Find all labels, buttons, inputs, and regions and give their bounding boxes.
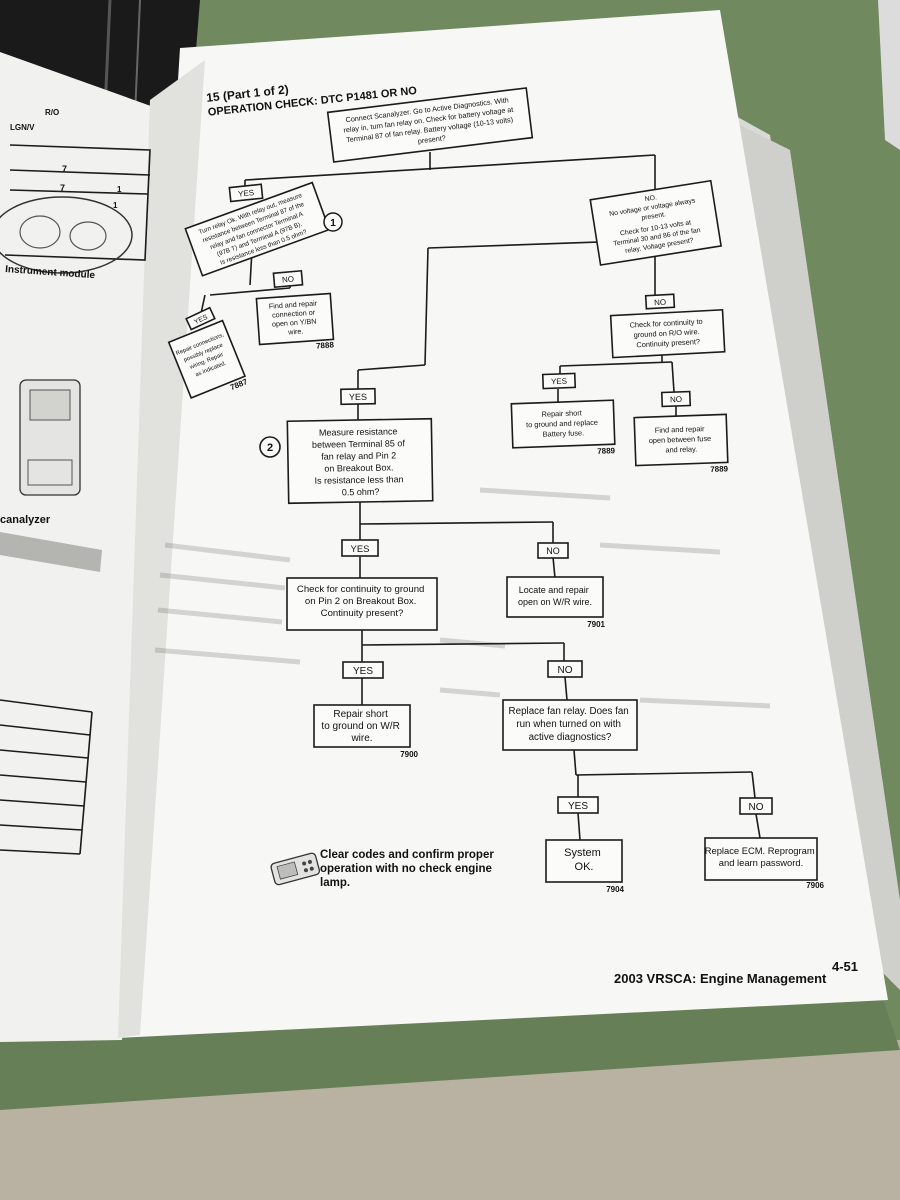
left-page: [0, 52, 190, 1042]
ref-7906: 7906: [806, 881, 824, 890]
footer: 2003 VRSCA: Engine Management 4-51: [614, 959, 858, 986]
replace-relay-box: [502, 699, 638, 751]
yes-label-7: [557, 796, 599, 814]
replace-ecm-text: Replace ECM. Reprogram and learn passwor…: [705, 845, 818, 868]
svg-text:2: 2: [267, 442, 273, 454]
ref-7889-b: 7889: [710, 464, 729, 474]
yes-label-4: [340, 387, 376, 406]
system-ok-text: System OK.: [564, 847, 604, 873]
left-num-c: 1: [117, 185, 122, 194]
marker-2: [259, 436, 281, 458]
find-repair-ybn-box: [255, 292, 335, 346]
marker-1: [323, 212, 343, 232]
continuity-ro-text: Check for continuity to ground on R/O wi…: [629, 317, 706, 350]
svg-text:YES: YES: [238, 188, 255, 199]
yes-label-5: [341, 539, 379, 557]
bleed-through: [154, 487, 771, 709]
yes-label-6: [342, 661, 384, 679]
left-num-a: 7: [62, 164, 67, 174]
relay-resistance-box: [184, 181, 331, 277]
replace-relay-text: Replace fan relay. Does fan run when tur…: [509, 706, 632, 743]
instrument-module-drawing: [0, 196, 133, 274]
left-num-d: 1: [113, 201, 118, 210]
find-repair-ybn-text: Find and repair connection or open on Y/…: [268, 298, 321, 337]
svg-text:YES: YES: [350, 544, 369, 555]
manual-title: 2003 VRSCA: Engine Management: [614, 971, 827, 986]
svg-text:NO: NO: [670, 395, 682, 404]
svg-text:NO: NO: [749, 802, 764, 813]
locate-wr-box: [506, 576, 604, 618]
ref-7901: 7901: [587, 620, 605, 629]
page-number: 4-51: [832, 959, 858, 974]
repair-short-wr-text: Repair short to ground on W/R wire.: [321, 709, 402, 744]
right-page: [118, 10, 888, 1038]
repair-short-wr-box: [313, 704, 411, 748]
system-ok-box: [545, 839, 623, 883]
left-page-content: R/O LGN/V 7 7 1 1 Instrument module cana…: [0, 108, 151, 855]
no-label-4: [537, 542, 569, 559]
left-table: [0, 699, 93, 855]
continuity-pin2-text: Check for continuity to ground on Pin 2 …: [297, 584, 427, 619]
no-label-6: [739, 797, 773, 815]
caption-scanalyzer: canalyzer: [0, 514, 51, 526]
yes-label-3: [541, 372, 577, 390]
note-text: Clear codes and confirm proper operation…: [320, 849, 497, 889]
repair-connections-box: [167, 319, 247, 399]
ref-7889-a: 7889: [597, 446, 616, 456]
find-repair-fuse-text: Find and repair open between fuse and re…: [648, 424, 714, 455]
no-label-3: [660, 390, 692, 408]
svg-text:YES: YES: [353, 666, 373, 677]
measure-resistance-text: Measure resistance between Terminal 85 o…: [312, 426, 409, 498]
svg-text:1: 1: [330, 218, 336, 229]
voltage-check-box: [589, 179, 723, 266]
repair-short-battery-box: [510, 399, 616, 449]
locate-wr-text: Locate and repair open on W/R wire.: [518, 585, 592, 607]
svg-text:YES: YES: [551, 377, 567, 387]
no-label-1: [272, 269, 304, 289]
svg-text:NO: NO: [654, 298, 666, 308]
continuity-pin2-box: [286, 577, 438, 631]
no-label-5: [547, 660, 583, 678]
yes-label-1: [228, 183, 264, 203]
find-repair-fuse-box: [633, 413, 729, 467]
label-ro: R/O: [45, 108, 59, 117]
left-num-b: 7: [60, 183, 65, 193]
svg-text:NO: NO: [546, 546, 560, 556]
svg-text:YES: YES: [568, 801, 588, 812]
repair-short-battery-text: Repair short to ground and replace Batte…: [526, 408, 601, 440]
yes-label-2: [185, 306, 216, 331]
start-box: [326, 87, 534, 163]
continuity-ro-box: [609, 308, 726, 359]
no-label-2: [644, 293, 676, 310]
svg-text:YES: YES: [349, 392, 367, 402]
measure-resistance-box: [286, 417, 434, 505]
scanalyzer-icon: [270, 852, 321, 886]
replace-ecm-box: [704, 837, 818, 881]
note: Clear codes and confirm proper operation…: [270, 849, 497, 889]
ref-7888: 7888: [316, 340, 335, 350]
label-lgnv: LGN/V: [10, 123, 35, 132]
gray-band: [0, 532, 102, 572]
ref-7904: 7904: [606, 885, 624, 894]
svg-text:NO: NO: [282, 274, 295, 284]
ref-7900: 7900: [400, 750, 418, 759]
svg-text:NO: NO: [558, 665, 573, 676]
